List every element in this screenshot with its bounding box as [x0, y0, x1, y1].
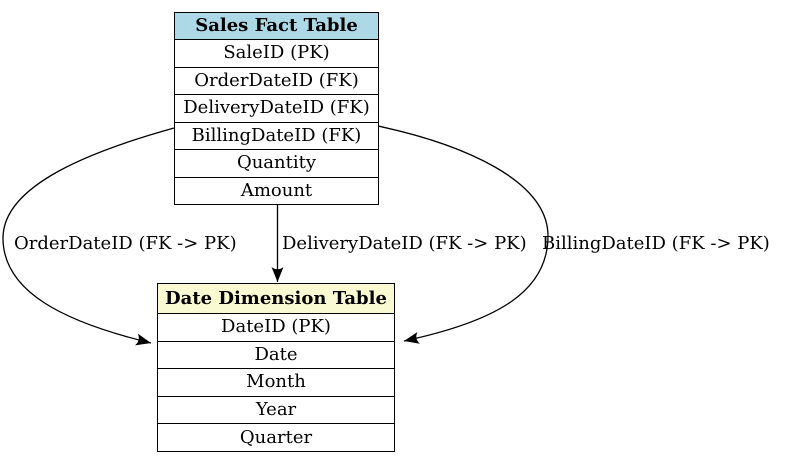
dimension-table-row: Year — [158, 395, 394, 424]
fact-table-row: Amount — [175, 176, 378, 204]
edge-billing-date — [377, 125, 549, 344]
dimension-table-row: Quarter — [158, 423, 394, 451]
fact-table-row: OrderDateID (FK) — [175, 66, 378, 94]
edge-label-billing-date: BillingDateID (FK -> PK) — [542, 233, 770, 254]
dimension-table-row: Month — [158, 368, 394, 396]
edge-label-delivery-date: DeliveryDateID (FK -> PK) — [282, 233, 527, 254]
fact-table-row: SaleID (PK) — [175, 39, 378, 67]
dimension-table-node: Date Dimension Table DateID (PK) Date Mo… — [157, 283, 395, 452]
fact-table-row: Quantity — [175, 149, 378, 177]
fact-table-node: Sales Fact Table SaleID (PK) OrderDateID… — [174, 12, 379, 205]
edge-order-date — [2, 127, 175, 346]
fact-table-title: Sales Fact Table — [175, 13, 378, 39]
fact-table-row: BillingDateID (FK) — [175, 121, 378, 149]
edge-label-order-date: OrderDateID (FK -> PK) — [14, 233, 237, 254]
fact-table-row: DeliveryDateID (FK) — [175, 94, 378, 122]
dimension-table-row: Date — [158, 340, 394, 369]
dimension-table-title: Date Dimension Table — [158, 284, 394, 313]
dimension-table-row: DateID (PK) — [158, 313, 394, 341]
